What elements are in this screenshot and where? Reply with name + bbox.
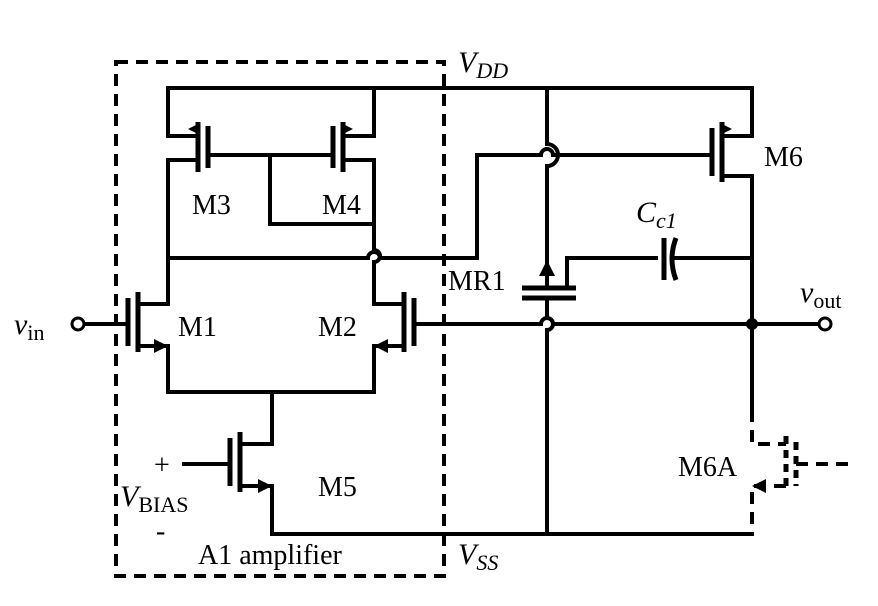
wire-first-stage-output: [166, 250, 479, 260]
a1-amplifier-boundary: [114, 60, 446, 578]
m4-label: M4: [322, 190, 361, 221]
vbias-label: VBIAS: [120, 480, 188, 517]
bias-plus: +: [154, 450, 170, 481]
vss-label: VSS: [458, 538, 498, 575]
transistor-mr1: [522, 86, 658, 536]
m3-label: M3: [192, 190, 231, 221]
m6a-label: M6A: [678, 452, 738, 483]
m1-label: M1: [178, 312, 217, 343]
transistor-m4: [268, 86, 376, 226]
vin-label: vin: [14, 308, 44, 345]
transistor-m6a: [750, 410, 848, 534]
wire-right-branch: [372, 158, 382, 306]
vout-terminal: [817, 316, 833, 332]
m2-label: M2: [318, 312, 357, 343]
vin-terminal: [70, 316, 86, 332]
m6-label: M6: [764, 142, 803, 173]
m5-label: M5: [318, 472, 357, 503]
transistor-m3: [166, 86, 335, 172]
capacitor-cc1: [661, 237, 754, 281]
mr1-label: MR1: [448, 266, 506, 297]
vout-label: vout: [800, 276, 841, 313]
transistor-m5: [182, 390, 274, 536]
a1-amplifier-label: A1 amplifier: [198, 540, 343, 571]
cc1-label: Cc1: [636, 196, 677, 233]
vdd-label: VDD: [458, 46, 508, 83]
transistor-m1: [82, 292, 376, 394]
wire-m6-gate: [475, 147, 714, 260]
transistor-m2: [372, 292, 754, 394]
bias-minus: -: [156, 516, 165, 547]
transistor-m6: [709, 86, 754, 414]
